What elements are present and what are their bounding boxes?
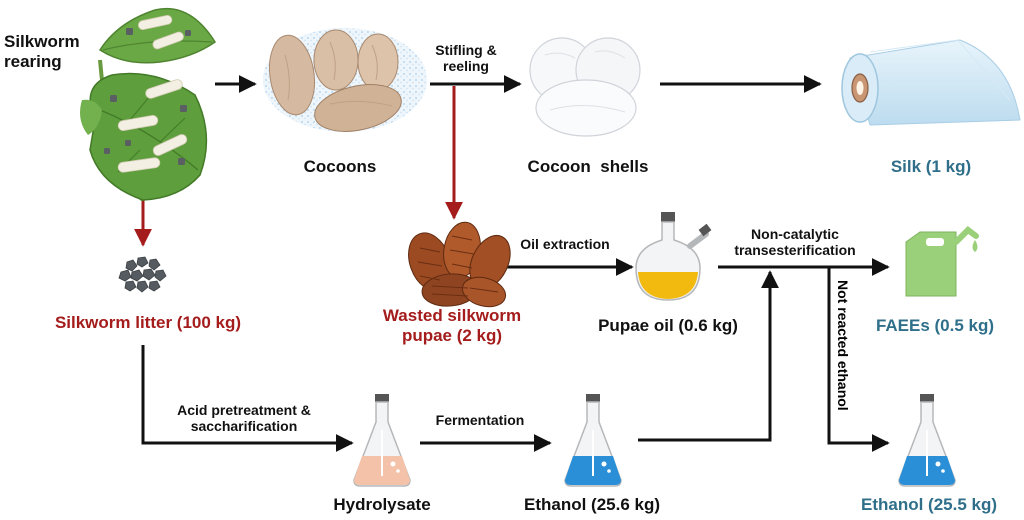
round-flask-oil-icon <box>635 212 712 301</box>
pupae-pile-icon <box>408 221 511 308</box>
edge-label-transesterification: Non-catalytic transesterification <box>734 226 856 259</box>
edge-label-oil-extraction: Oil extraction <box>520 236 610 252</box>
node-label-cocoons: Cocoons <box>303 157 377 176</box>
node-label-silk: Silk (1 kg) <box>890 157 972 176</box>
node-label-silkworm-litter: Silkworm litter (100 kg) <box>54 313 242 332</box>
edge-label-acid-pretreatment: Acid pretreatment & saccharification <box>177 402 311 435</box>
node-label-faees: FAEEs (0.5 kg) <box>875 316 995 335</box>
node-label-ethanol-recovered: Ethanol (25.5 kg) <box>860 495 998 514</box>
edge-label-stifling-reeling: Stifling & reeling <box>435 42 497 75</box>
edge-label-fermentation: Fermentation <box>435 412 525 428</box>
node-label-ethanol-produced: Ethanol (25.6 kg) <box>523 495 661 514</box>
edge-litter-to-hydrolysate <box>141 345 354 452</box>
mulberry-leaves-with-silkworms-icon <box>80 8 217 202</box>
litter-pellets-icon <box>118 256 167 293</box>
node-label-wasted-pupae: Wasted silkworm pupae (2 kg) <box>382 306 522 345</box>
silk-roll-icon <box>841 39 1021 126</box>
node-label-silkworm-rearing: Silkworm rearing <box>4 32 80 71</box>
edge-label-not-reacted-ethanol: Not reacted ethanol <box>835 280 851 411</box>
erlenmeyer-flask-ethanol-icon <box>564 394 622 487</box>
node-label-cocoon-shells: Cocoon shells <box>527 157 649 176</box>
edge-not-reacted-ethanol <box>827 267 890 452</box>
edge-ethanol-to-transesterification <box>638 270 779 442</box>
node-label-hydrolysate: Hydrolysate <box>333 495 431 514</box>
cocoon-shells-icon <box>529 37 641 137</box>
fuel-can-icon <box>905 226 979 297</box>
erlenmeyer-flask-ethanol-recovered-icon <box>898 394 956 487</box>
node-label-pupae-oil: Pupae oil (0.6 kg) <box>598 316 738 335</box>
erlenmeyer-flask-hydrolysate-icon <box>353 394 411 487</box>
cocoon-cluster-icon <box>263 28 427 132</box>
